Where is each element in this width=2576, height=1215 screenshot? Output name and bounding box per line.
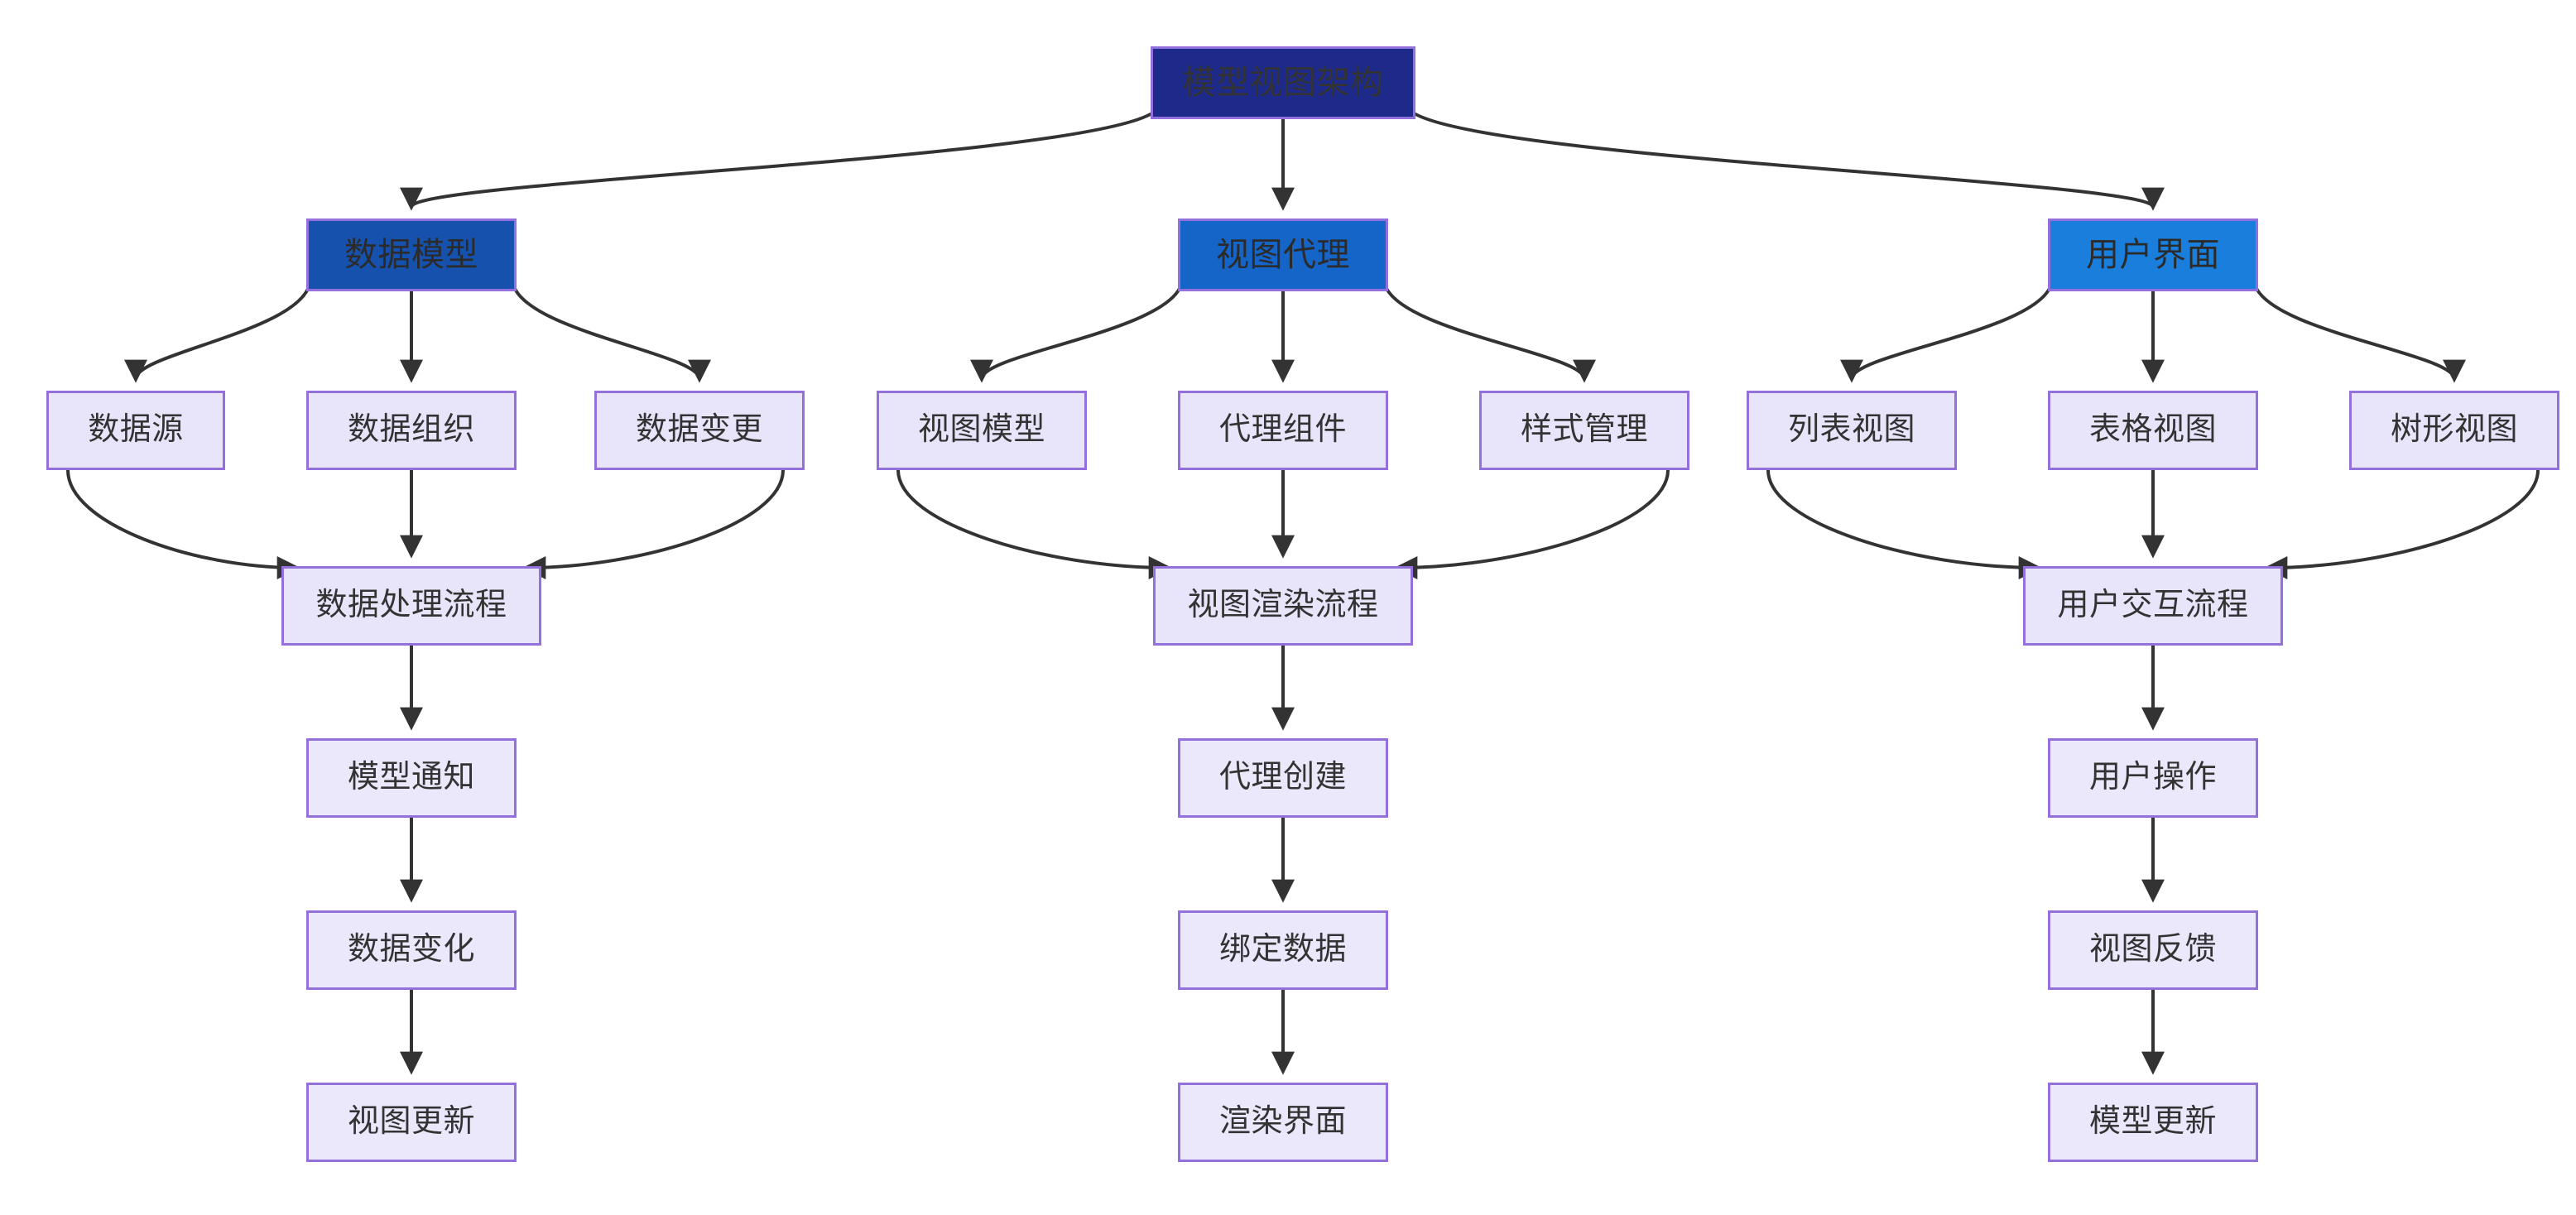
node-data-model[interactable]: 数据模型 xyxy=(306,219,517,291)
node-label: 用户界面 xyxy=(2086,237,2220,273)
node-view-feedback[interactable]: 视图反馈 xyxy=(2048,910,2258,990)
node-label: 视图代理 xyxy=(1216,237,1350,273)
node-data-change[interactable]: 数据变化 xyxy=(306,910,517,990)
node-user-action[interactable]: 用户操作 xyxy=(2048,738,2258,818)
node-data-process-flow[interactable]: 数据处理流程 xyxy=(281,566,541,646)
node-style-management[interactable]: 样式管理 xyxy=(1479,391,1689,470)
node-data-source[interactable]: 数据源 xyxy=(46,391,225,470)
node-view-render-flow[interactable]: 视图渲染流程 xyxy=(1153,566,1413,646)
node-label: 数据变更 xyxy=(635,412,763,448)
node-list-view[interactable]: 列表视图 xyxy=(1747,391,1957,470)
node-table-view[interactable]: 表格视图 xyxy=(2048,391,2258,470)
node-label: 数据变化 xyxy=(347,932,475,968)
node-user-interaction-flow[interactable]: 用户交互流程 xyxy=(2023,566,2283,646)
node-label: 样式管理 xyxy=(1520,412,1648,448)
node-label: 数据源 xyxy=(88,412,184,448)
node-tree-view[interactable]: 树形视图 xyxy=(2349,391,2559,470)
node-root[interactable]: 模型视图架构 xyxy=(1151,46,1415,119)
node-label: 数据处理流程 xyxy=(315,588,507,623)
node-view-update[interactable]: 视图更新 xyxy=(306,1083,517,1162)
node-label: 视图更新 xyxy=(347,1104,475,1140)
node-proxy-component[interactable]: 代理组件 xyxy=(1178,391,1388,470)
node-label: 树形视图 xyxy=(2390,412,2518,448)
node-view-proxy[interactable]: 视图代理 xyxy=(1178,219,1388,291)
node-data-change-source[interactable]: 数据变更 xyxy=(594,391,805,470)
node-label: 视图反馈 xyxy=(2088,932,2217,968)
node-label: 列表视图 xyxy=(1787,412,1915,448)
node-label: 数据模型 xyxy=(344,237,478,273)
node-model-notify[interactable]: 模型通知 xyxy=(306,738,517,818)
node-view-model[interactable]: 视图模型 xyxy=(877,391,1087,470)
node-label: 用户操作 xyxy=(2088,760,2217,795)
node-label: 模型更新 xyxy=(2088,1104,2217,1140)
node-label: 渲染界面 xyxy=(1218,1104,1347,1140)
node-render-ui[interactable]: 渲染界面 xyxy=(1178,1083,1388,1162)
node-label: 用户交互流程 xyxy=(2057,588,2249,623)
node-user-interface[interactable]: 用户界面 xyxy=(2048,219,2258,291)
node-model-update[interactable]: 模型更新 xyxy=(2048,1083,2258,1162)
node-label: 表格视图 xyxy=(2088,412,2217,448)
node-label: 模型视图架构 xyxy=(1182,65,1384,101)
node-label: 代理组件 xyxy=(1218,412,1347,448)
node-label: 代理创建 xyxy=(1218,760,1347,795)
node-label: 视图渲染流程 xyxy=(1187,588,1379,623)
node-label: 数据组织 xyxy=(347,412,475,448)
node-label: 视图模型 xyxy=(917,412,1045,448)
node-label: 绑定数据 xyxy=(1218,932,1347,968)
node-proxy-create[interactable]: 代理创建 xyxy=(1178,738,1388,818)
node-bind-data[interactable]: 绑定数据 xyxy=(1178,910,1388,990)
node-label: 模型通知 xyxy=(347,760,475,795)
node-data-organization[interactable]: 数据组织 xyxy=(306,391,517,470)
